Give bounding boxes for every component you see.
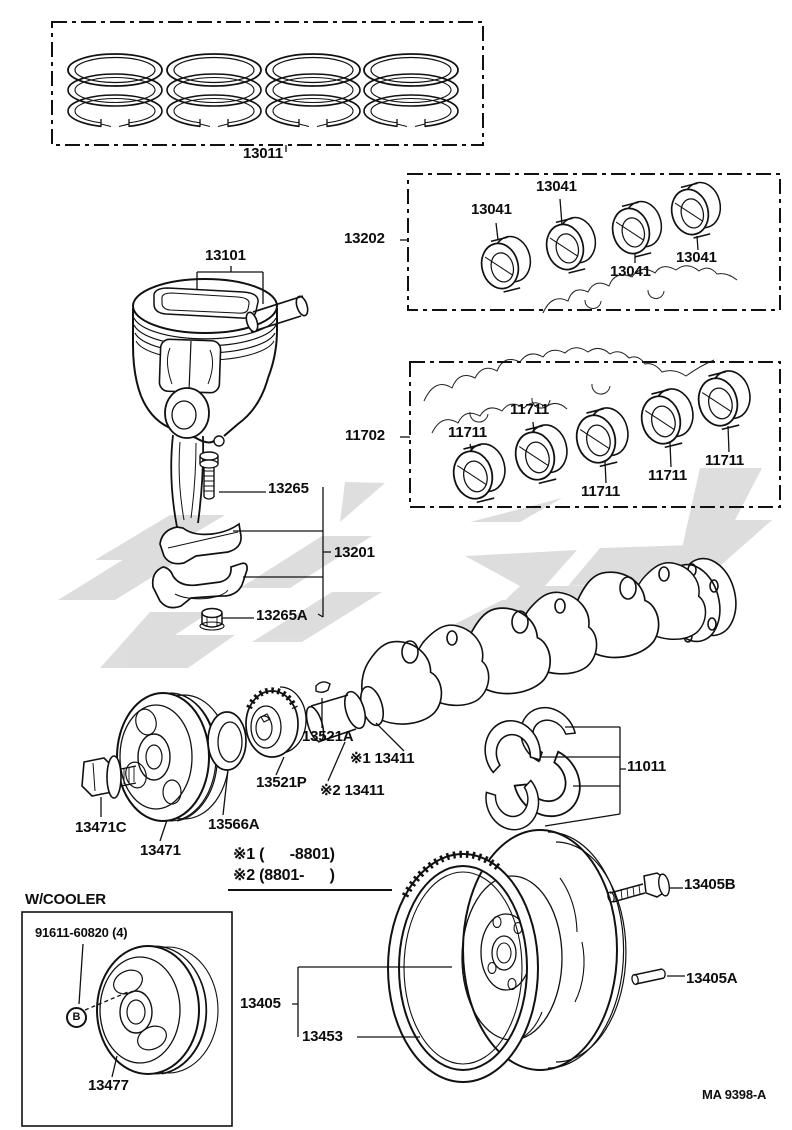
crankcase-ghost-outline — [423, 265, 738, 434]
part-label-ring-set: 13011 — [243, 145, 283, 162]
part-label-rod-bearing-3: 13041 — [610, 263, 651, 280]
part-label-ring-gear: 13453 — [302, 1028, 343, 1045]
part-label-rod-bolt: 13265 — [268, 480, 309, 497]
main-bearing-set-box — [409, 361, 781, 508]
part-label-flywheel-pin: 13405A — [686, 970, 738, 987]
part-label-pulley-washer: 13566A — [208, 816, 260, 833]
part-label-pulley-bolt: 13471C — [75, 819, 127, 836]
rod-bearing-set-box — [407, 173, 781, 311]
rod-bolt-drawing — [199, 451, 219, 500]
piston-rings-drawing — [67, 53, 459, 131]
thrust-washers-drawing — [477, 695, 595, 837]
flywheel-bolt-drawing — [607, 872, 670, 903]
part-label-crank-pulley: 13471 — [140, 842, 181, 859]
figure-code: MA 9398-A — [702, 1087, 767, 1102]
part-label-flywheel-bolt: 13405B — [684, 876, 736, 893]
part-label-main-bearing-set: 11702 — [345, 427, 385, 444]
rod-nut-drawing — [199, 607, 225, 631]
part-label-main-bearing-5: 11711 — [705, 452, 745, 469]
part-label-rod-bearing-2: 13041 — [471, 201, 512, 218]
pulley-bolt-drawing — [81, 755, 137, 799]
timing-gear-drawing — [245, 686, 307, 758]
part-label-main-bearing-2: 11711 — [510, 401, 550, 418]
part-label-crank-key: 13521A — [302, 728, 354, 745]
part-label-rod-bearing-4: 13041 — [676, 249, 717, 266]
bolt-mark-b: B — [66, 1007, 87, 1028]
part-label-thrust-washers: 11011 — [627, 758, 667, 775]
ring-set-box — [51, 21, 484, 146]
part-label-crankshaft-v1: ※1 13411 — [350, 750, 415, 767]
part-label-piston: 13101 — [205, 247, 246, 264]
cooler-section-title: W/COOLER — [25, 891, 106, 908]
part-label-main-bearing-3: 11711 — [581, 483, 621, 500]
note-applicability-1: ※1 ( -8801) — [233, 846, 335, 863]
flywheel-pin-drawing — [631, 968, 666, 986]
part-label-rod-nut: 13265A — [256, 607, 308, 624]
part-label-cooler-bolt: 91611-60820 (4) — [35, 925, 128, 940]
part-label-connecting-rod: 13201 — [334, 544, 375, 561]
pulley-washer-drawing — [207, 711, 247, 771]
part-label-flywheel: 13405 — [240, 995, 281, 1012]
piston-drawing — [132, 278, 309, 447]
flywheel-drawing — [387, 829, 627, 1083]
leader-lines — [78, 145, 730, 1078]
connecting-rod-drawing — [151, 387, 248, 609]
note-applicability-2: ※2 (8801- ) — [233, 867, 335, 884]
part-label-main-bearing-4: 11711 — [648, 467, 688, 484]
part-label-main-bearing-1: 11711 — [448, 424, 488, 441]
part-label-timing-gear: 13521P — [256, 774, 307, 791]
part-label-crankshaft-v2: ※2 13411 — [320, 782, 385, 799]
crankshaft-drawing — [305, 556, 737, 743]
cooler-section-drawing — [21, 911, 233, 1127]
part-label-cooler-pulley: 13477 — [88, 1077, 129, 1094]
rod-bearings-drawing — [475, 177, 728, 297]
part-label-rod-bearing-1: 13041 — [536, 178, 577, 195]
part-label-rod-bearing-set: 13202 — [344, 230, 385, 247]
